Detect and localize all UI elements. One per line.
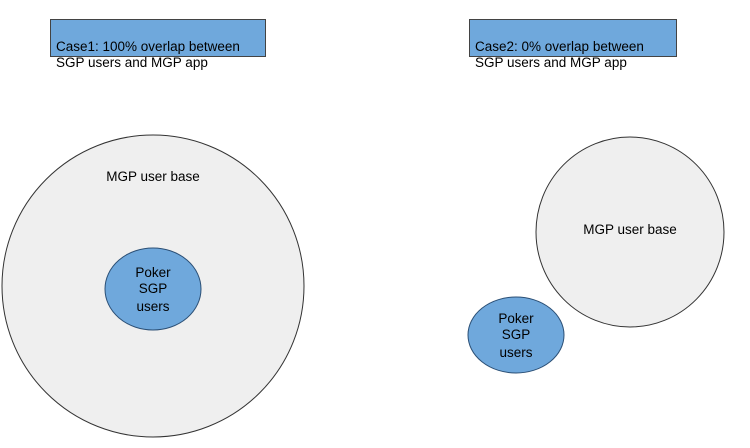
case2-poker-sgp-users-circle — [467, 296, 565, 374]
case1-heading-box: Case1: 100% overlap between SGP users an… — [50, 19, 266, 70]
case2-sgp-label-line2: SGP — [502, 327, 531, 342]
case1-poker-sgp-users-circle — [104, 247, 202, 331]
case1-sgp-label-line3: users — [136, 299, 169, 314]
case2-mgp-user-base-label: MGP user base — [583, 222, 677, 237]
case1-sgp-label-line2: SGP — [139, 281, 168, 296]
case1-mgp-user-base-label: MGP user base — [106, 169, 200, 184]
case2-heading-text: Case2: 0% overlap between SGP users and … — [475, 39, 644, 70]
case1-heading-text: Case1: 100% overlap between SGP users an… — [56, 39, 240, 70]
case2-sgp-label-line3: users — [499, 345, 532, 360]
case2-heading-box: Case2: 0% overlap between SGP users and … — [469, 19, 677, 70]
case2-sgp-label-line1: Poker — [498, 311, 534, 326]
case1-group: MGP user base Poker SGP users — [1, 134, 305, 438]
case2-group: MGP user base Poker SGP users — [467, 136, 725, 374]
case1-sgp-label-line1: Poker — [135, 265, 171, 280]
case2-mgp-user-base-circle — [535, 136, 725, 328]
